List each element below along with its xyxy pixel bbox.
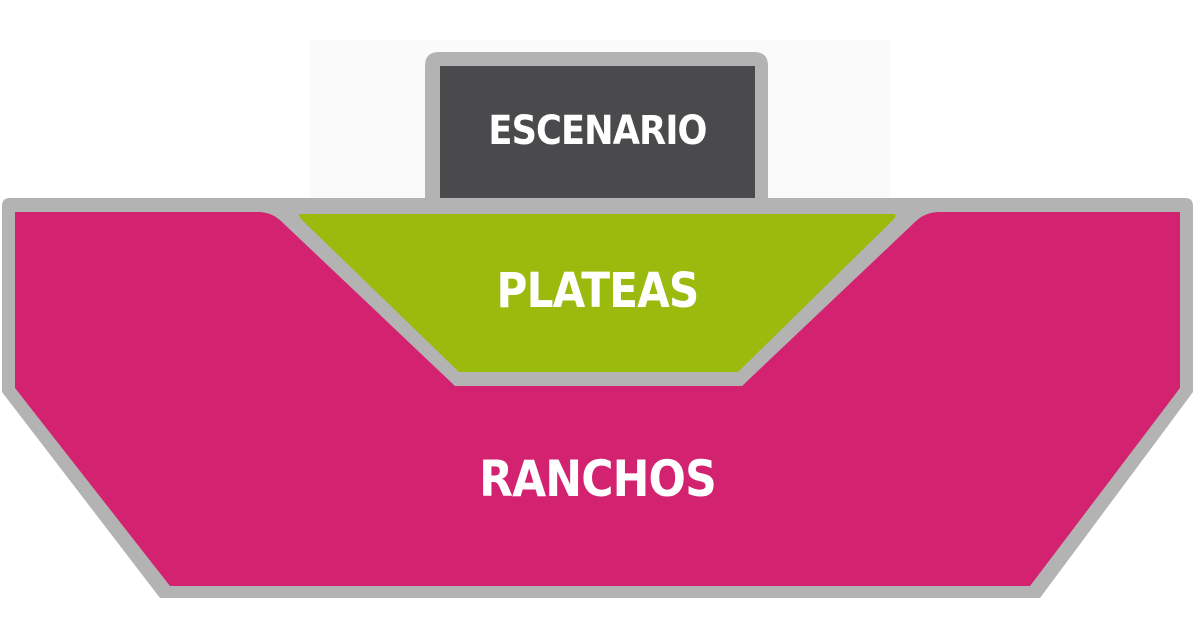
escenario-label: ESCENARIO [488, 108, 707, 154]
ranchos-label: RANCHOS [479, 450, 717, 508]
zone-plateas[interactable] [282, 212, 915, 386]
zone-escenario[interactable] [425, 52, 768, 198]
plateas-label: PLATEAS [496, 263, 700, 319]
zone-ranchos[interactable] [2, 198, 1193, 598]
escenario-area[interactable] [440, 66, 755, 198]
ranchos-area[interactable] [15, 212, 1180, 586]
plateas-area[interactable] [298, 214, 896, 372]
